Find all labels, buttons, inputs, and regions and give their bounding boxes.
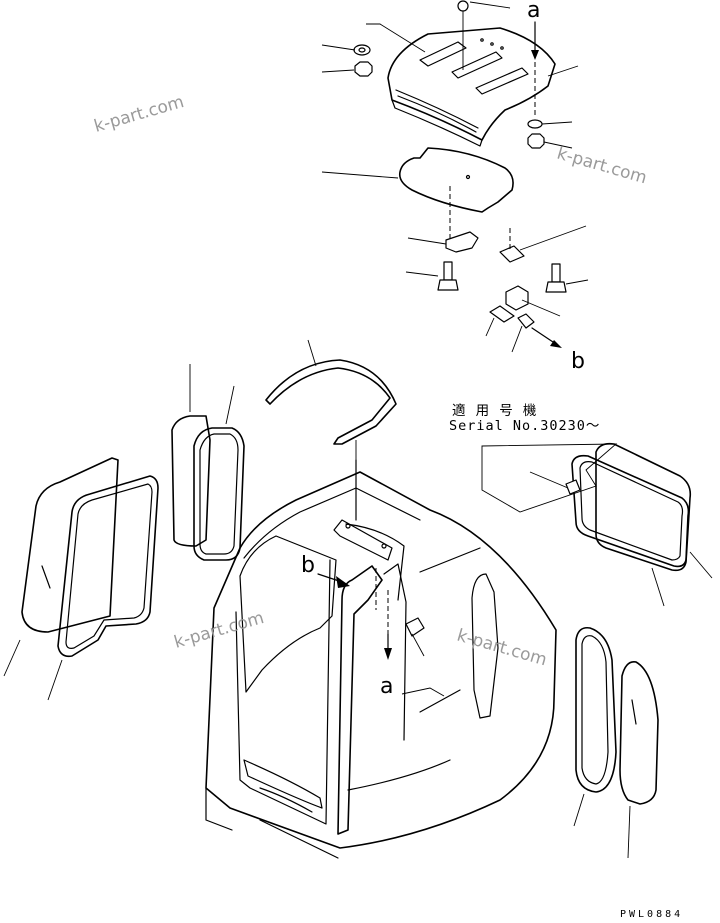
callout-a-top: a bbox=[527, 0, 540, 23]
side-glass-large bbox=[21, 457, 119, 633]
watermark: k-part.com bbox=[172, 608, 266, 653]
watermark: k-part.com bbox=[555, 144, 649, 189]
washer-icon bbox=[353, 44, 371, 56]
watermarks: k-part.com k-part.com k-part.com k-part.… bbox=[92, 92, 649, 670]
watermark: k-part.com bbox=[92, 92, 186, 137]
bolt-icon bbox=[405, 617, 425, 637]
roof-handrail bbox=[265, 339, 397, 520]
roof-cover bbox=[387, 27, 556, 141]
washer-icon bbox=[527, 119, 543, 129]
block-icon bbox=[505, 285, 529, 311]
callout-a-bottom: a bbox=[380, 674, 393, 699]
bolt-icon bbox=[489, 305, 515, 323]
drawing-code: PWL0884 bbox=[620, 909, 683, 920]
seal-large bbox=[57, 475, 159, 658]
seal-right bbox=[571, 454, 690, 568]
clip-icon bbox=[517, 313, 535, 329]
serial-note-line1: 適 用 号 機 bbox=[452, 402, 537, 419]
nut-icon bbox=[527, 133, 545, 149]
left-window-panels bbox=[3, 364, 245, 701]
right-lower-panels bbox=[573, 626, 659, 859]
headliner-plate: b bbox=[321, 147, 589, 374]
bracket-icon bbox=[445, 231, 479, 253]
bolt-icon bbox=[443, 261, 453, 281]
seal-right-lower bbox=[575, 626, 617, 793]
callout-b-right: b bbox=[571, 349, 585, 374]
nut-icon bbox=[354, 61, 373, 77]
callout-b-left: b bbox=[301, 553, 315, 578]
right-window-serial bbox=[529, 442, 713, 607]
cab-frame: b a bbox=[205, 459, 557, 859]
bolt-icon bbox=[551, 263, 561, 283]
side-glass-small bbox=[171, 415, 211, 547]
bracket-icon bbox=[499, 245, 525, 263]
watermark: k-part.com bbox=[455, 626, 549, 671]
glass-right-lower bbox=[619, 660, 659, 805]
serial-note-line2: Serial No.30230～ bbox=[449, 418, 600, 434]
roof-cover-assembly: a bbox=[321, 0, 579, 149]
